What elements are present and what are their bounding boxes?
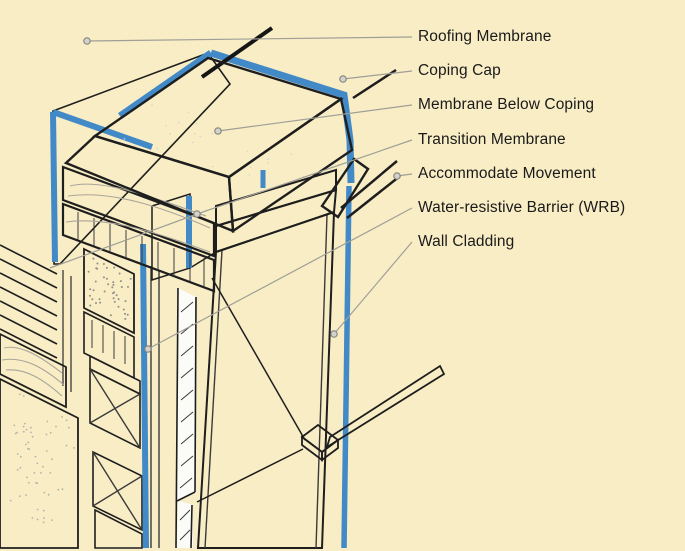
- stipple-texture: [87, 257, 132, 320]
- leader-line: [217, 104, 413, 132]
- leader-line: [333, 241, 413, 335]
- stipple-texture: [9, 393, 75, 524]
- corner-board: [175, 287, 197, 549]
- sheathing-panel-upper: [83, 247, 135, 335]
- leader-line: [342, 70, 413, 80]
- wrb-line-right: [341, 185, 352, 549]
- stud-x-brace: [89, 354, 143, 549]
- wrb-line-left: [140, 243, 149, 549]
- diagram-label: Transition Membrane: [418, 131, 566, 148]
- diagram-label: Water-resistive Barrier (WRB): [418, 199, 626, 216]
- leader-line-tail: [49, 213, 198, 269]
- leader-dot: [193, 210, 201, 218]
- coping-fascia-right: [227, 96, 354, 234]
- leader-dot: [214, 127, 222, 135]
- wall-cladding-face: [196, 210, 336, 549]
- coping-cap: [63, 26, 401, 234]
- diagram-label: Wall Cladding: [418, 233, 515, 250]
- leader-dot: [393, 172, 401, 180]
- wood-rim-band: [0, 332, 67, 409]
- sheathing-panel-lower: [0, 377, 79, 549]
- coping-edge-extension: [352, 68, 397, 100]
- roofing-membrane-flap: [200, 26, 274, 79]
- leader-dot: [330, 330, 338, 338]
- left-wall-cutaway: [0, 243, 197, 549]
- right-wall: [196, 168, 446, 549]
- diagram-label: Accommodate Movement: [418, 165, 596, 182]
- leader-line: [196, 139, 413, 215]
- wood-blocking-upper: [61, 165, 216, 258]
- leader-dot: [144, 345, 152, 353]
- wood-blocking-lower: [61, 202, 216, 293]
- diagram-label: Membrane Below Coping: [418, 96, 595, 113]
- speckle-texture: [123, 104, 305, 190]
- movement-joint-line: [346, 175, 401, 219]
- coping-top-face: [92, 56, 344, 179]
- leader-dot: [339, 75, 347, 83]
- diagram-label: Coping Cap: [418, 62, 501, 79]
- clip-strap: [325, 364, 446, 450]
- leader-line: [86, 36, 413, 42]
- leader-line: [147, 207, 413, 350]
- membrane-below-coping-left: [118, 50, 213, 119]
- coping-drip-edge: [320, 157, 370, 219]
- coping-fascia-left: [63, 134, 235, 233]
- leader-dot: [83, 37, 91, 45]
- soffit-band: [215, 188, 338, 254]
- leader-dots: [83, 37, 401, 353]
- parapet-blocking: [61, 165, 216, 293]
- diagram-label: Roofing Membrane: [418, 28, 552, 45]
- leader-lines: [49, 36, 413, 350]
- movement-joint-line: [340, 160, 398, 209]
- lap-siding: [0, 244, 58, 359]
- membrane-below-coping-right: [209, 49, 355, 184]
- wrb-line-back-left: [50, 111, 58, 263]
